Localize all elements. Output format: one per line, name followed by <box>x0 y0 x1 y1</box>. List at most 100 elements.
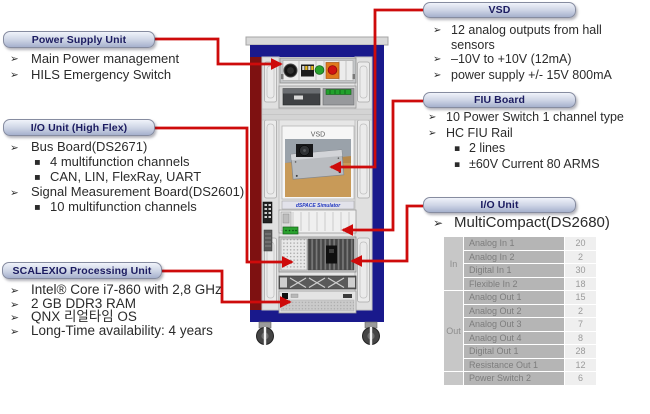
channel-name-cell: Analog In 2 <box>464 250 564 263</box>
simulator-label: dSPACE Simulator <box>296 203 341 209</box>
group-cell: Out <box>444 291 463 371</box>
bullet-text: 10 multifunction channels <box>50 199 197 214</box>
bullet-item: ➢ QNX 리얼타임 OS <box>10 309 255 325</box>
bullet-item: ➢ power supply +/- 15V 800mA <box>433 68 645 84</box>
bullet-text: Main Power management <box>31 51 180 66</box>
power-supply-bullet-list: ➢Main Power management➢HILS Emergency Sw… <box>10 51 255 83</box>
arrow-bullet-icon: ➢ <box>10 53 19 65</box>
psu-unit <box>278 85 357 109</box>
channel-name-cell: Analog Out 1 <box>464 291 564 304</box>
bullet-text: Intel® Core i7-860 with 2,8 GHz <box>31 282 222 297</box>
equipment-rack-illustration: VSD dSPACE Simulator <box>245 36 389 345</box>
caster-left <box>256 321 274 345</box>
channel-count-cell: 8 <box>565 331 596 344</box>
bullet-item: ➢MultiCompact(DS2680) <box>433 214 645 232</box>
arrow-bullet-icon: ➢ <box>428 127 437 139</box>
bullet-item: ▪ 10 multifunction channels <box>10 200 260 215</box>
bullet-text: Bus Board(DS2671) <box>31 139 148 154</box>
bullet-text: MultiCompact(DS2680) <box>454 214 610 231</box>
bullet-text: power supply +/- 15V 800mA <box>451 67 612 82</box>
channel-count-cell: 15 <box>565 291 596 304</box>
label-fiu-board: FIU Board <box>423 92 576 108</box>
channel-name-cell: Power Switch 2 <box>464 372 564 385</box>
fiu-bullet-list: ➢10 Power Switch 1 channel type➢HC FIU R… <box>428 110 645 172</box>
channel-count-cell: 6 <box>565 372 596 385</box>
connector-fiu <box>341 99 423 236</box>
arrow-bullet-icon: ➢ <box>10 311 20 325</box>
arrow-bullet-icon: ➢ <box>10 69 19 81</box>
label-io-unit-high-flex: I/O Unit (High Flex) <box>3 119 155 136</box>
arrow-bullet-icon: ➢ <box>10 297 20 311</box>
channel-name-cell: Analog Out 2 <box>464 304 564 317</box>
bullet-item: ➢ 12 analog outputs from hall sensors <box>433 23 645 52</box>
bullet-text: 2 lines <box>469 141 506 156</box>
bullet-item: ➢Long-Time availability: 4 years <box>10 324 255 339</box>
arrow-bullet-icon: ➢ <box>10 324 20 338</box>
io-high-flex-bullet-list: ➢Bus Board(DS2671)▪4 multifunction chann… <box>10 140 260 215</box>
bullet-text: 4 multifunction channels <box>50 154 190 169</box>
arrow-bullet-icon: ➢ <box>428 112 437 123</box>
bullet-item: ➢ Intel® Core i7-860 with 2,8 GHz <box>10 282 255 298</box>
arrow-bullet-icon: ➢ <box>10 284 20 297</box>
callout-connector-lines <box>155 8 423 308</box>
io-card-cage <box>278 236 357 273</box>
channel-name-cell: Analog Out 3 <box>464 318 564 331</box>
bullet-item: ➢2 GB DDR3 RAM <box>10 297 255 312</box>
channel-name-cell: Resistance Out 1 <box>464 358 564 371</box>
rail-terminal-blocks <box>262 201 273 252</box>
rack-rail-panels <box>264 61 370 303</box>
group-cell: In <box>444 237 463 290</box>
bullet-item: ➢10 Power Switch 1 channel type <box>428 110 645 126</box>
channel-count-cell: 2 <box>565 304 596 317</box>
label-power-supply-unit: Power Supply Unit <box>3 31 155 48</box>
bullet-text: 12 analog outputs from hall sensors <box>451 23 602 52</box>
bullet-text: ±60V Current 80 ARMS <box>469 156 600 171</box>
rack-left-post <box>250 57 262 310</box>
square-bullet-icon: ▪ <box>34 172 41 183</box>
channel-count-cell: 28 <box>565 345 596 358</box>
green-start-button <box>314 65 325 75</box>
scalexio-bullet-list: ➢ Intel® Core i7-860 with 2,8 GHz➢2 GB DD… <box>10 282 255 339</box>
connector-io-high-flex <box>155 126 294 268</box>
channel-count-cell: 18 <box>565 277 596 290</box>
square-bullet-icon: ▪ <box>454 158 461 170</box>
connector-scalexio <box>162 269 292 308</box>
square-bullet-icon: ▪ <box>34 157 41 168</box>
green-connector <box>282 226 299 235</box>
connector-power-supply <box>155 37 283 70</box>
channel-name-cell: Digital Out 1 <box>464 345 564 358</box>
processing-unit <box>278 290 357 314</box>
square-bullet-icon: ▪ <box>34 202 41 213</box>
bullet-item: ▪ 4 multifunction channels <box>10 155 260 170</box>
bullet-text: QNX 리얼타임 OS <box>31 309 137 325</box>
channel-name-cell: Flexible In 2 <box>464 277 564 290</box>
bullet-item: ➢HC FIU Rail <box>428 126 645 142</box>
square-bullet-icon: ▪ <box>454 143 461 155</box>
arrow-bullet-icon: ➢ <box>433 54 442 66</box>
channel-count-cell: 30 <box>565 264 596 277</box>
vsd-bullet-list: ➢ 12 analog outputs from hall sensors ➢ –10… <box>433 23 645 83</box>
rack-top-lid <box>245 36 389 46</box>
arrow-bullet-icon: ➢ <box>433 69 442 81</box>
channel-count-cell: 20 <box>565 237 596 250</box>
caster-right <box>362 321 380 345</box>
channel-count-cell: 12 <box>565 358 596 371</box>
connector-io-unit <box>350 204 423 267</box>
simulator-label-bar: dSPACE Simulator <box>281 200 355 210</box>
bullet-text: Signal Measurement Board(DS2601) <box>31 184 245 199</box>
bullet-text: –10V to +10V (12mA) <box>451 52 572 67</box>
arrow-bullet-icon: ➢ <box>433 25 442 36</box>
